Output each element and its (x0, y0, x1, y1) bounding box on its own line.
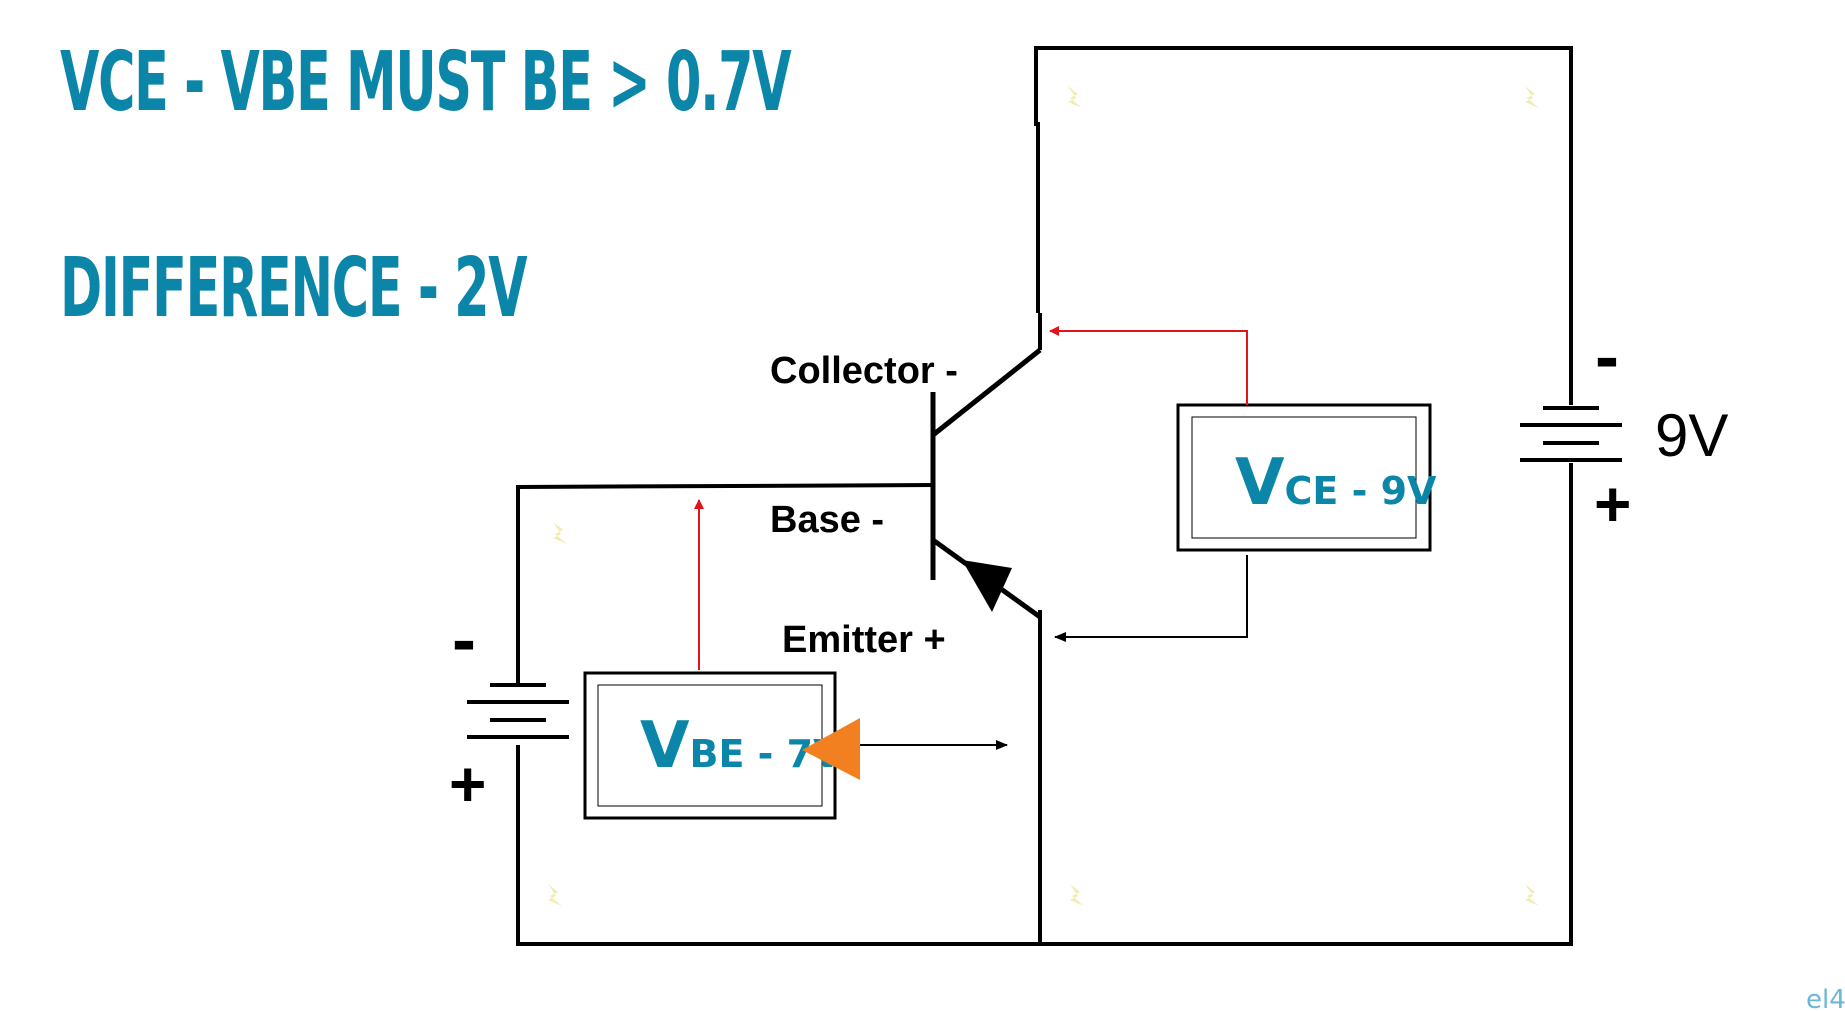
vce-black-probe (1054, 555, 1248, 642)
emitter-label: Emitter + (782, 619, 946, 661)
emitter-arrow-icon (962, 560, 1012, 612)
pointer-triangle-icon (802, 718, 860, 780)
vce-red-probe (1049, 326, 1248, 405)
vce-meter: VCE - 9V (1176, 403, 1437, 552)
watermark-logo: el4 (1806, 985, 1845, 1011)
rule-heading: VCE - VBE MUST BE > 0.7V (60, 35, 792, 130)
difference-heading: DIFFERENCE - 2V (60, 241, 528, 336)
vbe-meter: VBE - 7V (583, 671, 843, 820)
battery-base-positive-sign: + (449, 748, 486, 820)
vce-meter-reading: VCE - 9V (1235, 446, 1437, 520)
battery-base-negative-sign: - (452, 600, 476, 680)
battery-9v (1520, 406, 1622, 462)
battery-9v-positive-sign: + (1594, 468, 1631, 540)
battery-9v-negative-sign: - (1595, 317, 1619, 397)
battery-9v-voltage: 9V (1655, 402, 1728, 469)
outer-circuit-wire (516, 46, 1573, 946)
npn-transistor (930, 313, 1042, 620)
battery-base (467, 683, 569, 739)
collector-label: Collector - (770, 350, 958, 392)
base-label: Base - (770, 499, 884, 541)
vbe-meter-reading: VBE - 7V (640, 709, 843, 783)
watermark-marks (548, 86, 1539, 906)
